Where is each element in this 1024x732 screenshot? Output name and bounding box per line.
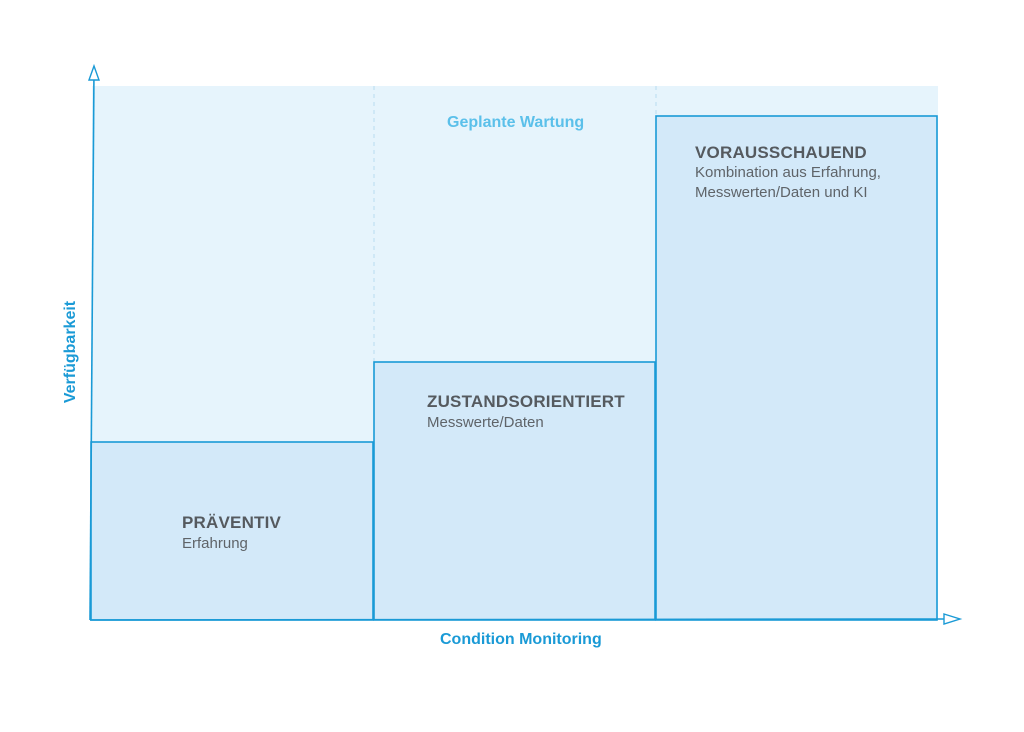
y-axis-label: Verfügbarkeit xyxy=(62,300,79,404)
block-zustandsorientiert xyxy=(373,361,656,621)
block-zustandsorientiert-subtitle: Messwerte/Daten xyxy=(427,414,544,431)
band-label: Geplante Wartung xyxy=(447,114,585,131)
block-praeventiv xyxy=(90,441,374,621)
block-praeventiv-subtitle: Erfahrung xyxy=(182,535,248,552)
block-zustandsorientiert-title: ZUSTANDSORIENTIERT xyxy=(427,392,625,411)
y-axis-line xyxy=(89,67,95,621)
x-axis-label: Condition Monitoring xyxy=(440,631,602,648)
block-praeventiv-title: PRÄVENTIV xyxy=(182,513,282,532)
y-axis-arrow-icon xyxy=(88,63,100,81)
block-vorausschauend-subtitle: Kombination aus Erfahrung, Messwerten/Da… xyxy=(695,164,881,201)
x-axis-line xyxy=(89,618,949,621)
x-axis-arrow-icon xyxy=(943,613,963,625)
block-vorausschauend xyxy=(655,115,938,621)
block-vorausschauend-title: VORAUSSCHAUEND xyxy=(695,143,867,162)
